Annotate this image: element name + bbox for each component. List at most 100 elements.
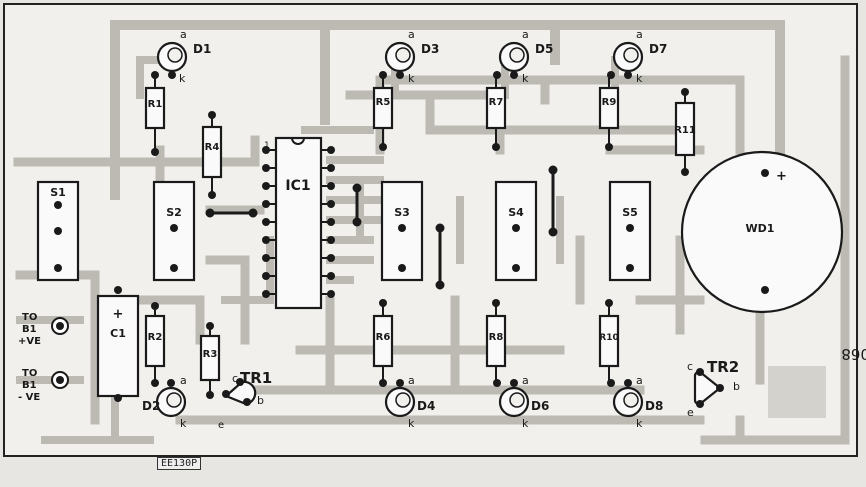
resistor-label: R5 — [376, 97, 391, 108]
resistor-r5: R5 — [372, 78, 394, 151]
transistor-pin-label: c — [687, 360, 693, 373]
diode-cathode-label: k — [522, 417, 529, 430]
etch-pattern — [768, 366, 826, 418]
terminal-text: +VE — [18, 336, 41, 347]
resistor-label: R9 — [602, 97, 617, 108]
diode-d2: a k D2 — [142, 374, 187, 430]
diode-cathode-label: k — [179, 72, 186, 85]
switch-label: S2 — [166, 206, 182, 219]
resistor-r10: R10 — [598, 299, 620, 380]
ic-pin-pad — [262, 218, 270, 226]
buzzer-wd1: + WD1 — [680, 150, 844, 314]
switch-s1: S1 — [36, 180, 80, 282]
terminal-text: TO — [22, 312, 37, 323]
transistor-pin-label: b — [733, 380, 740, 393]
diode-anode-label: a — [180, 28, 187, 41]
transistor-label: TR1 — [240, 369, 272, 387]
capacitor-polarity: + — [113, 307, 124, 322]
resistor-r4: R4 — [201, 111, 223, 199]
capacitor-c1: + C1 — [96, 286, 140, 402]
ic-pin-pad — [262, 200, 270, 208]
resistor-r9: R9 — [598, 78, 620, 151]
ic-pin-pad — [262, 182, 270, 190]
diode-label: D5 — [535, 42, 553, 56]
diode-d5: a k D5 — [493, 28, 553, 85]
switch-label: S4 — [508, 206, 524, 219]
diode-d7: a k D7 — [607, 28, 667, 85]
diode-anode-label: a — [408, 374, 415, 387]
resistor-label: R4 — [205, 142, 220, 153]
transistor-pin-label: c — [232, 372, 238, 385]
ic-pin-pad — [262, 146, 270, 154]
transistor-tr2: c b e TR2 — [687, 358, 740, 419]
board-reference: EE130P — [157, 457, 202, 470]
ic-pin-pad — [262, 164, 270, 172]
resistor-label: R7 — [489, 97, 504, 108]
ic-pin-pad — [262, 236, 270, 244]
ic-pin-pad — [327, 200, 335, 208]
diode-d4: a k D4 — [379, 374, 435, 430]
diode-label: D8 — [645, 399, 663, 413]
switch-s5: S5 — [608, 180, 652, 282]
switch-label: S3 — [394, 206, 410, 219]
ic-pin-pad — [327, 272, 335, 280]
switch-label: S5 — [622, 206, 638, 219]
diode-d3: a k D3 — [379, 28, 439, 85]
resistor-label: R10 — [599, 333, 618, 343]
transistor-tr1: e b c TR1 — [218, 369, 272, 431]
ic-pin-pad — [327, 182, 335, 190]
ic-pins — [262, 146, 335, 298]
ic-pin-pad — [327, 254, 335, 262]
terminal-negative: TO B1 - VE — [18, 368, 69, 403]
terminal-text: TO — [22, 368, 37, 379]
resistor-label: R2 — [148, 332, 163, 343]
resistor-r1: R1 — [144, 78, 166, 156]
jumper-links — [205, 165, 558, 290]
switch-label: S1 — [50, 186, 66, 199]
diode-anode-label: a — [180, 374, 187, 387]
ic-pin-pad — [327, 218, 335, 226]
diode-label: D4 — [417, 399, 435, 413]
transistor-pin-label: e — [218, 420, 224, 431]
resistor-r3: R3 — [199, 322, 221, 399]
resistor-label: R1 — [148, 99, 163, 110]
diode-cathode-label: k — [408, 417, 415, 430]
diode-d8: a k D8 — [607, 374, 663, 430]
transistor-label: TR2 — [707, 358, 739, 376]
resistor-r7: R7 — [485, 78, 507, 151]
ic-pin-pad — [262, 272, 270, 280]
diode-d1: a k D1 — [151, 28, 211, 85]
resistor-label: R3 — [203, 349, 218, 360]
diode-label: D3 — [421, 42, 439, 56]
terminal-text: - VE — [18, 392, 40, 403]
terminal-positive: TO B1 +VE — [18, 312, 69, 347]
resistor-label: R11 — [674, 125, 696, 136]
resistor-label: R6 — [376, 332, 391, 343]
capacitor-label: C1 — [110, 327, 126, 340]
diode-label: D7 — [649, 42, 667, 56]
ic-pin-pad — [327, 164, 335, 172]
ic-ic1: IC1 1 — [262, 136, 335, 310]
diode-anode-label: a — [522, 374, 529, 387]
terminal-text: B1 — [22, 324, 37, 335]
diode-anode-label: a — [636, 374, 643, 387]
terminal-text: B1 — [22, 380, 37, 391]
ic-label: IC1 — [285, 178, 310, 194]
transistor-pin-label: e — [687, 406, 694, 419]
resistor-r2: R2 — [144, 302, 166, 380]
buzzer-label: WD1 — [746, 222, 775, 235]
diode-cathode-label: k — [522, 72, 529, 85]
buzzer-polarity: + — [776, 169, 787, 184]
switch-s4: S4 — [494, 180, 538, 282]
ic-pin1-label: 1 — [264, 141, 270, 151]
diode-cathode-label: k — [180, 417, 187, 430]
mirrored-code: 20-5068 — [841, 345, 866, 363]
switch-s2: S2 — [152, 180, 196, 282]
resistor-r11: R11 — [674, 88, 696, 176]
ic-pin-pad — [262, 290, 270, 298]
resistor-r8: R8 — [485, 299, 507, 380]
diode-label: D1 — [193, 42, 211, 56]
switch-s3: S3 — [380, 180, 424, 282]
ic-pin-pad — [327, 290, 335, 298]
